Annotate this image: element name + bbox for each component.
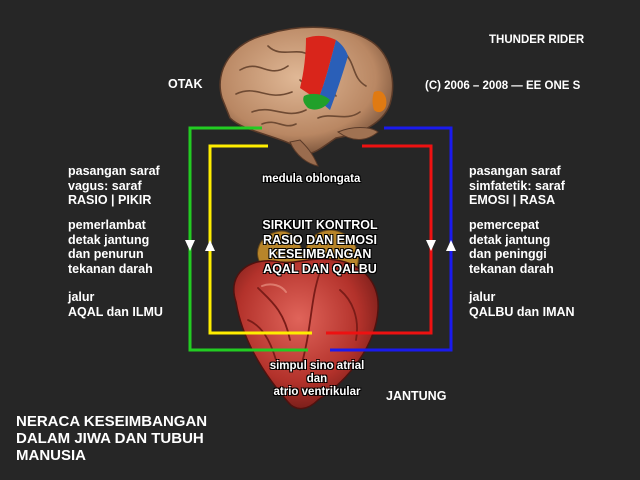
right-nerve-line-1: pasangan saraf	[469, 164, 561, 178]
left-nerve-line-2: vagus: saraf	[68, 178, 142, 193]
medulla-label: medula oblongata	[262, 173, 361, 185]
footer-title-line-2: DALAM JIWA DAN TUBUH	[16, 430, 204, 447]
left-nerve-line-1: pasangan saraf	[68, 164, 160, 178]
sa-node-label: simpul sino atrial dan atrio ventrikular	[262, 360, 372, 399]
left-effect-text: pemerlambat detak jantung dan penurun te…	[68, 218, 153, 276]
circuit-title-line-3: KESEIMBANGAN	[268, 247, 372, 261]
copyright-text: (C) 2006 – 2008 — EE ONE S	[425, 80, 581, 92]
left-effect-line-1: pemerlambat	[68, 218, 146, 232]
sa-node-line-2: dan	[306, 373, 328, 385]
footer-title: NERACA KESEIMBANGAN DALAM JIWA DAN TUBUH…	[16, 413, 207, 464]
left-path-line-1: jalur	[68, 290, 95, 304]
right-effect-line-3: dan peninggi	[469, 247, 547, 261]
left-nerve-text: pasangan saraf vagus: saraf RASIO | PIKI…	[68, 164, 160, 208]
right-nerve-line-2: simfatetik: saraf	[469, 178, 565, 193]
left-effect-line-3: dan penurun	[68, 247, 144, 261]
footer-title-line-3: MANUSIA	[16, 447, 86, 464]
arrow-down-left	[185, 240, 195, 251]
blue-path-line	[330, 126, 453, 352]
brain-illustration	[219, 26, 394, 167]
right-path-line-1: jalur	[469, 290, 496, 304]
brand-watermark: THUNDER RIDER	[489, 34, 585, 46]
left-effect-line-4: tekanan darah	[68, 261, 153, 276]
footer-title-line-1: NERACA KESEIMBANGAN	[16, 413, 208, 430]
arrow-down-right	[426, 240, 436, 251]
sa-node-line-3: atrio ventrikular	[273, 386, 361, 398]
right-effect-text: pemercepat detak jantung dan peninggi te…	[469, 218, 554, 276]
heart-label: JANTUNG	[386, 389, 447, 403]
right-path-text: jalur QALBU dan IMAN	[469, 290, 575, 319]
right-nerve-text: pasangan saraf simfatetik: saraf EMOSI |…	[469, 164, 565, 208]
brain-label: OTAK	[168, 77, 203, 91]
right-nerve-line-3: EMOSI | RASA	[469, 193, 556, 207]
left-nerve-line-3: RASIO | PIKIR	[68, 193, 152, 207]
green-path-line	[188, 126, 308, 352]
left-effect-line-2: detak jantung	[68, 232, 150, 247]
yellow-path-line	[208, 144, 312, 335]
left-path-text: jalur AQAL dan ILMU	[68, 290, 163, 319]
sa-node-line-1: simpul sino atrial	[269, 360, 365, 372]
circuit-title-line-1: SIRKUIT KONTROL	[262, 218, 378, 232]
right-effect-line-1: pemercepat	[469, 218, 540, 232]
red-path-line	[326, 144, 433, 335]
circuit-title-line-2: RASIO DAN EMOSI	[263, 232, 377, 247]
right-effect-line-2: detak jantung	[469, 232, 551, 247]
circuit-title-line-4: AQAL DAN QALBU	[263, 261, 377, 276]
right-path-line-2: QALBU dan IMAN	[469, 304, 575, 319]
right-effect-line-4: tekanan darah	[469, 261, 554, 276]
arrow-up-left	[205, 240, 215, 251]
arrow-up-right	[446, 240, 456, 251]
circuit-title: SIRKUIT KONTROL RASIO DAN EMOSI KESEIMBA…	[250, 218, 390, 276]
left-path-line-2: AQAL dan ILMU	[68, 304, 163, 319]
